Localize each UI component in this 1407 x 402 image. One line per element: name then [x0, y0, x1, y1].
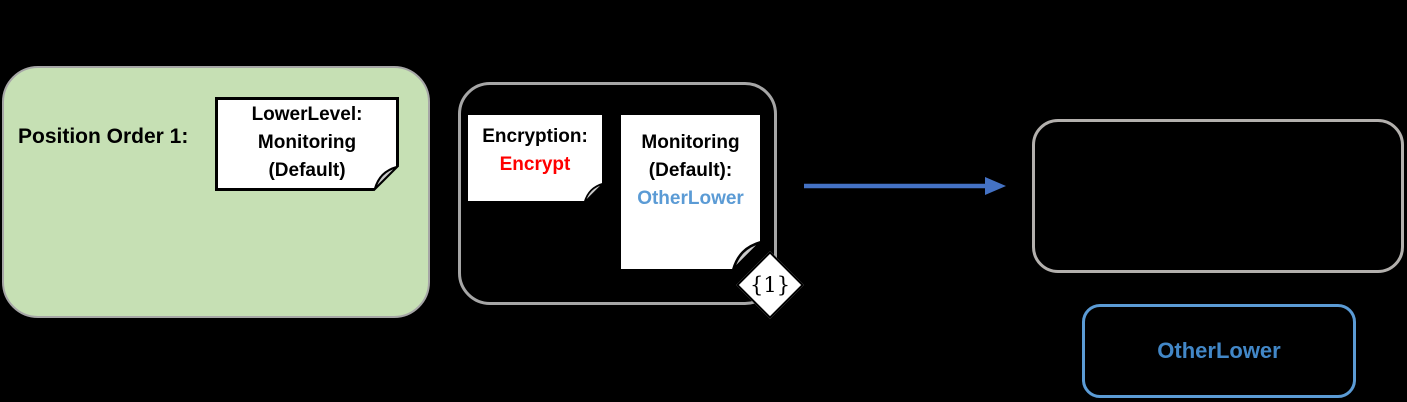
- note-line: Encryption:: [482, 126, 588, 147]
- note-value-red: Encrypt: [499, 154, 571, 175]
- lowerlevel-note: LowerLevel: Monitoring (Default): [215, 97, 399, 191]
- result-group: [1032, 119, 1404, 273]
- note-line: LowerLevel:: [251, 104, 363, 125]
- encryption-note: Encryption: Encrypt: [465, 112, 605, 204]
- note-line: Monitoring: [257, 132, 357, 153]
- note-line: (Default):: [648, 160, 733, 181]
- note-value-blue: OtherLower: [637, 188, 744, 209]
- folded-corner-icon: [373, 165, 399, 191]
- policy-group: Encryption: Encrypt Monitoring (Default)…: [458, 82, 804, 319]
- otherlower-box: OtherLower: [1082, 304, 1356, 398]
- note-line: (Default): [268, 160, 346, 181]
- position-order-group: Position Order 1: LowerLevel: Monitoring…: [2, 66, 430, 318]
- folded-corner-icon: [731, 240, 763, 272]
- otherlower-box-label: OtherLower: [1157, 338, 1281, 363]
- monitoring-note: Monitoring (Default): OtherLower: [618, 112, 763, 272]
- folded-corner-icon: [583, 182, 605, 204]
- flow-arrow-icon: [804, 177, 1006, 195]
- note-line: Monitoring: [641, 132, 740, 153]
- multiplicity-badge-label: {1}: [749, 273, 791, 297]
- position-order-label: Position Order 1:: [18, 125, 189, 148]
